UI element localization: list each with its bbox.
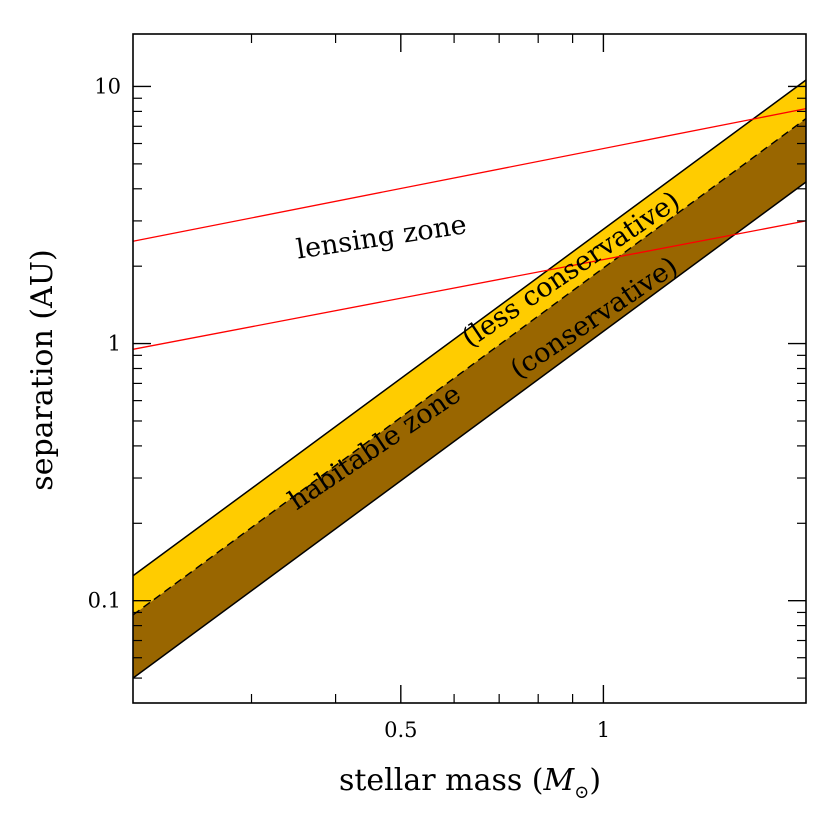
hz-outer-boundary — [132, 79, 807, 577]
band-less-conservative — [133, 79, 806, 615]
hz-divider-dashed — [132, 118, 807, 616]
zone-lines — [132, 79, 807, 679]
x-axis-title-close: ) — [589, 763, 601, 798]
y-tick-label: 0.1 — [88, 589, 121, 613]
x-tick-label: 1 — [597, 718, 610, 742]
x-axis-title: stellar mass (M⊙) — [339, 763, 601, 803]
x-axis-title-text: stellar mass ( — [339, 763, 544, 798]
lensing-upper-line — [132, 108, 807, 242]
axis-ticks: 0.1 1 10 0.5 1 — [88, 34, 806, 742]
lensing-lower-line — [132, 220, 807, 350]
y-tick-label: 1 — [108, 332, 121, 356]
plot-frame — [132, 33, 807, 704]
x-tick-label: 0.5 — [384, 718, 417, 742]
hz-inner-boundary — [132, 181, 807, 679]
lensing-zone-label: lensing zone — [294, 209, 468, 265]
y-tick-label: 10 — [94, 74, 121, 98]
zone-bands — [133, 79, 806, 679]
x-axis-title-subscript: ⊙ — [574, 782, 589, 803]
x-axis-title-symbol: M — [543, 763, 576, 798]
y-axis-title: separation (AU) — [25, 249, 60, 490]
band-conservative — [133, 118, 806, 679]
